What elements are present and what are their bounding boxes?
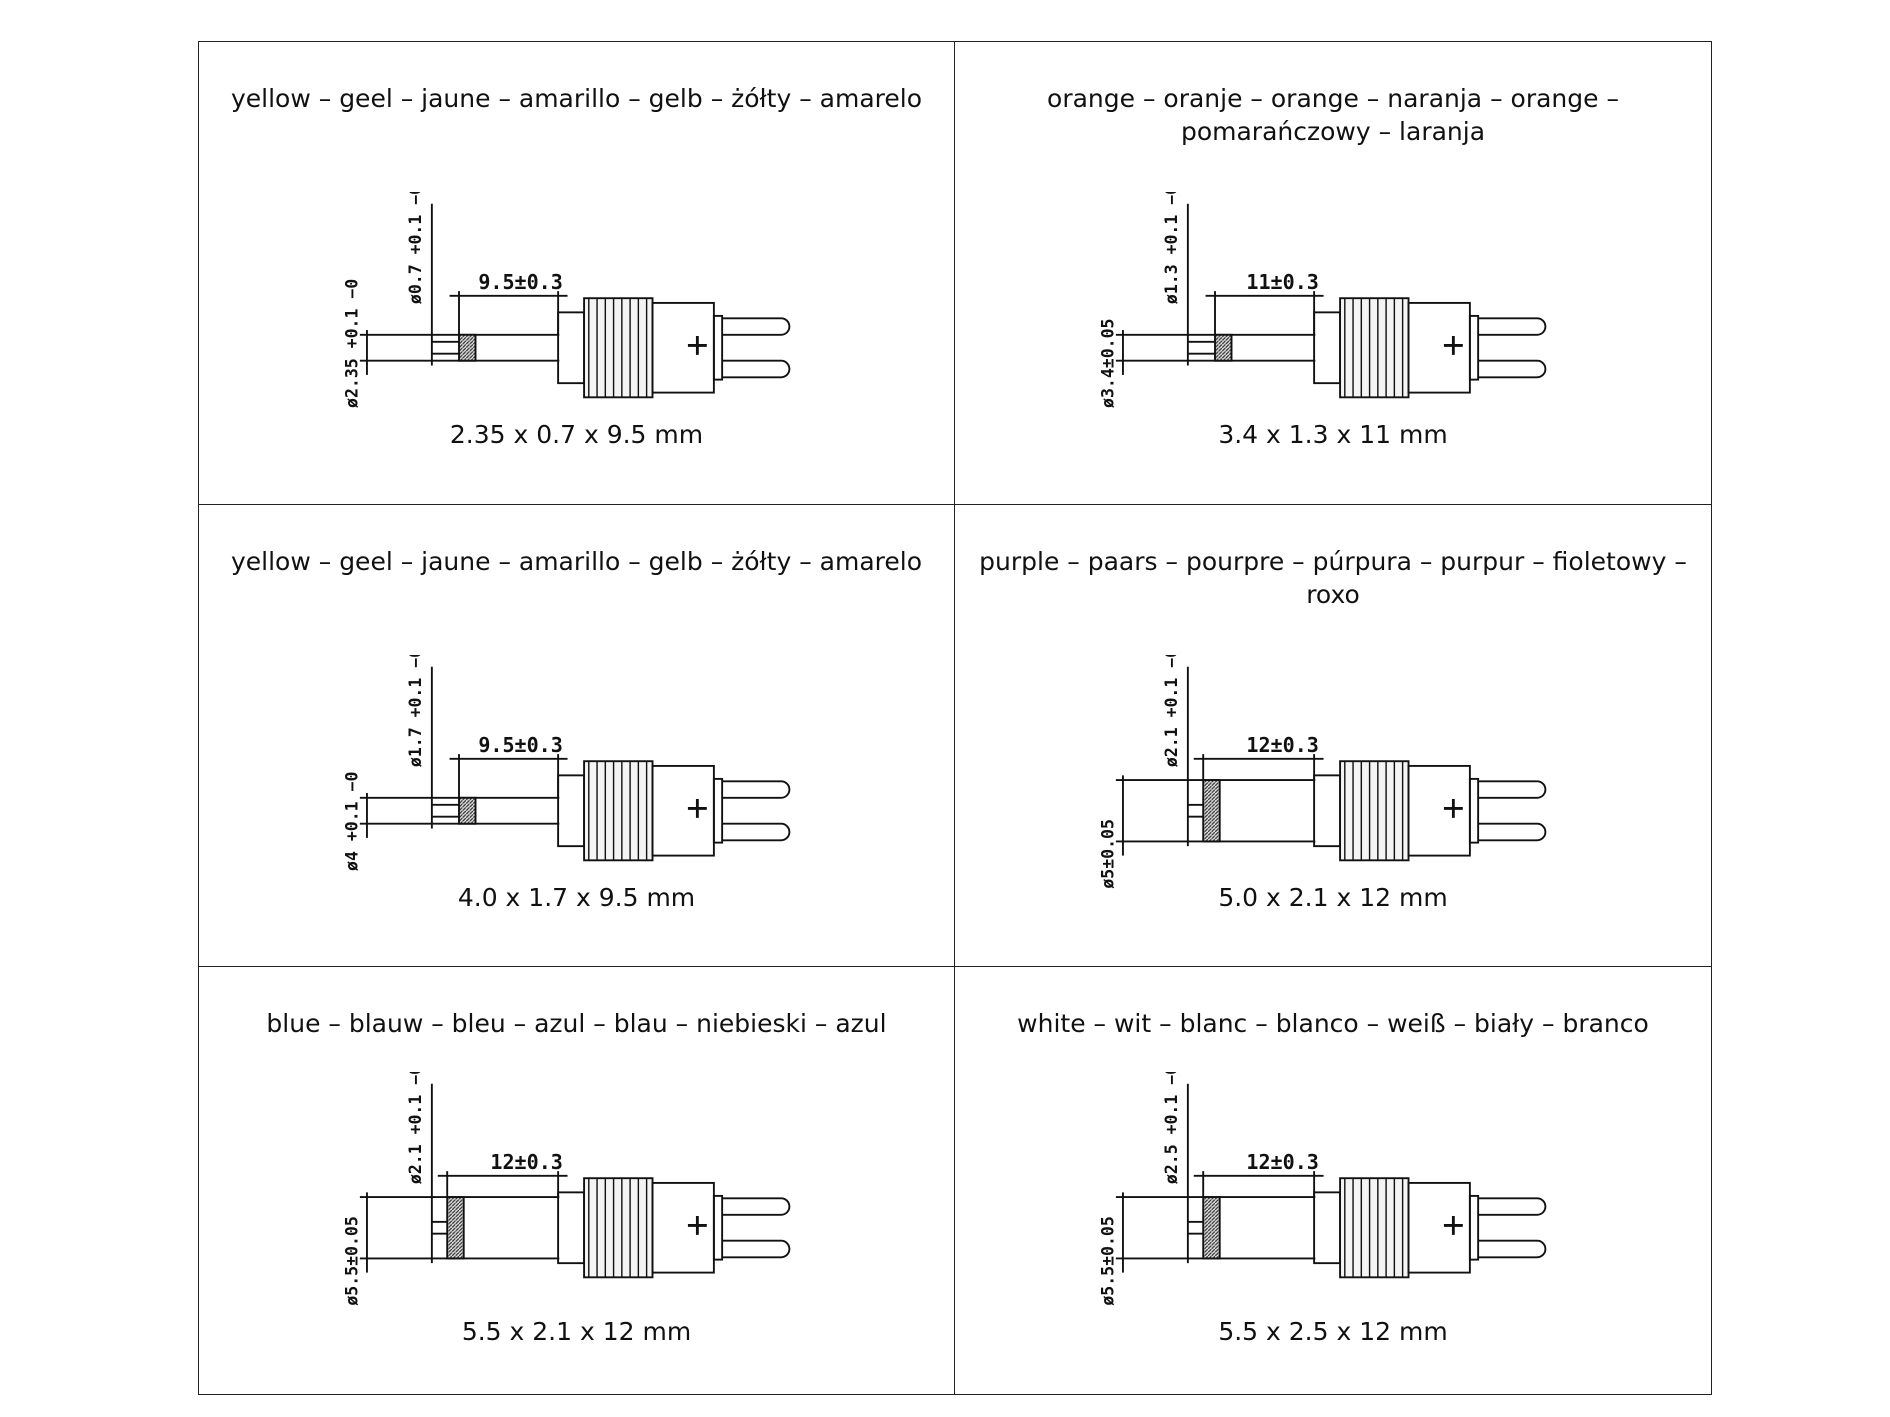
length-label: 12±0.3 <box>1246 733 1318 757</box>
color-names: purple – paars – pourpre – púrpura – pur… <box>979 547 1687 609</box>
size-label: 5.5 x 2.5 x 12 mm <box>1218 1317 1448 1346</box>
size-label: 5.5 x 2.1 x 12 mm <box>461 1317 692 1346</box>
threaded-body <box>1339 760 1410 862</box>
connector-neck <box>556 311 585 385</box>
plus-icon <box>687 798 707 818</box>
connector-collar <box>651 764 715 857</box>
color-names: yellow – geel – jaune – amarillo – gelb … <box>230 84 922 113</box>
connector-cell: purple – paars – pourpre – púrpura – pur… <box>955 505 1711 967</box>
pin <box>1478 1197 1547 1216</box>
connector-drawing: 9.5±0.3 ø4 +0.1 −0 ø1.7 +0.1 −0 <box>342 655 790 871</box>
outer-diameter-label: ø2.35 +0.1 −0 <box>342 279 361 408</box>
contact-band <box>457 796 476 825</box>
connector-drawing: 12±0.3 ø5.5±0.05 ø2.5 +0.1 −0 <box>1099 1072 1547 1306</box>
size-label: 4.0 x 1.7 x 9.5 mm <box>457 883 696 912</box>
pin <box>1478 780 1547 799</box>
color-names: white – wit – blanc – blanco – weiß – bi… <box>1017 1009 1649 1038</box>
plus-icon <box>1443 798 1463 818</box>
threaded-body <box>582 760 653 862</box>
outer-diameter-label: ø5.5±0.05 <box>342 1216 361 1305</box>
inner-diameter-label: ø2.1 +0.1 −0 <box>1162 655 1181 767</box>
size-label: 3.4 x 1.3 x 11 mm <box>1218 420 1448 449</box>
threaded-body <box>1339 1177 1410 1279</box>
connector-drawing: 9.5±0.3 ø2.35 +0.1 −0 ø0.7 +0.1 −0 <box>342 192 790 408</box>
pin-base <box>1468 1194 1480 1261</box>
color-names: yellow – geel – jaune – amarillo – gelb … <box>230 547 922 576</box>
connector-neck <box>556 1191 585 1265</box>
size-label: 5.0 x 2.1 x 12 mm <box>1218 883 1448 912</box>
pin <box>721 1239 790 1259</box>
pin <box>1478 1239 1547 1259</box>
pin-base <box>1468 314 1480 381</box>
length-label: 11±0.3 <box>1246 270 1318 294</box>
plus-icon <box>1443 1215 1463 1235</box>
inner-diameter-label: ø2.5 +0.1 −0 <box>1162 1072 1181 1184</box>
connector-collar <box>1407 301 1471 394</box>
pin <box>721 1197 790 1216</box>
length-label: 12±0.3 <box>1246 1150 1318 1174</box>
outer-diameter-label: ø4 +0.1 −0 <box>342 772 361 871</box>
pin-base <box>712 314 723 381</box>
connector-drawing: 11±0.3 ø3.4±0.05 ø1.3 +0.1 −0 <box>1099 192 1547 408</box>
contact-band <box>1202 1196 1221 1260</box>
contact-band <box>445 1196 465 1260</box>
pin <box>1478 822 1547 842</box>
pin <box>1478 359 1547 379</box>
pin <box>1478 317 1547 336</box>
connector-collar <box>651 301 715 394</box>
inner-diameter-label: ø2.1 +0.1 −0 <box>406 1072 425 1184</box>
color-names: blue – blauw – bleu – azul – blau – nieb… <box>266 1009 887 1038</box>
outer-diameter-label: ø5±0.05 <box>1099 819 1118 889</box>
threaded-body <box>582 297 653 399</box>
length-label: 12±0.3 <box>490 1150 562 1174</box>
length-label: 9.5±0.3 <box>478 733 563 757</box>
inner-diameter-label: ø0.7 +0.1 −0 <box>406 192 425 304</box>
inner-diameter-label: ø1.3 +0.1 −0 <box>1162 192 1181 304</box>
threaded-body <box>582 1177 653 1279</box>
connector-collar <box>1407 1181 1471 1274</box>
connector-collar <box>1407 764 1471 857</box>
color-names: orange – oranje – orange – naranja – ora… <box>1047 84 1619 146</box>
threaded-body <box>1339 297 1410 399</box>
contact-band <box>457 333 476 362</box>
plus-icon <box>1443 335 1463 355</box>
connector-cell: yellow – geel – jaune – amarillo – gelb … <box>199 505 955 967</box>
connector-cell: white – wit – blanc – blanco – weiß – bi… <box>955 967 1711 1394</box>
length-label: 9.5±0.3 <box>478 270 563 294</box>
pin-base <box>712 1194 723 1261</box>
connector-neck <box>556 774 585 848</box>
connector-cell: orange – oranje – orange – naranja – ora… <box>955 42 1711 505</box>
connector-neck <box>1313 311 1342 385</box>
connector-collar <box>651 1181 715 1274</box>
connector-drawing: 12±0.3 ø5.5±0.05 ø2.1 +0.1 −0 <box>342 1072 790 1306</box>
connector-cell: yellow – geel – jaune – amarillo – gelb … <box>199 42 955 505</box>
plus-icon <box>687 335 707 355</box>
pin <box>721 317 790 336</box>
connector-cell: blue – blauw – bleu – azul – blau – nieb… <box>199 967 955 1394</box>
plus-icon <box>687 1215 707 1235</box>
size-label: 2.35 x 0.7 x 9.5 mm <box>449 420 704 449</box>
connector-drawing: 12±0.3 ø5±0.05 ø2.1 +0.1 −0 <box>1099 655 1547 889</box>
contact-band <box>1214 333 1233 362</box>
pin <box>721 359 790 379</box>
connector-neck <box>1313 774 1342 848</box>
connector-neck <box>1313 1191 1342 1265</box>
outer-diameter-label: ø3.4±0.05 <box>1099 319 1118 408</box>
inner-diameter-label: ø1.7 +0.1 −0 <box>406 655 425 767</box>
pin-base <box>712 777 723 844</box>
connector-table: yellow – geel – jaune – amarillo – gelb … <box>198 41 1712 1395</box>
contact-band <box>1202 779 1221 843</box>
outer-diameter-label: ø5.5±0.05 <box>1099 1216 1118 1305</box>
pin <box>721 780 790 799</box>
pin-base <box>1468 777 1480 844</box>
pin <box>721 822 790 842</box>
